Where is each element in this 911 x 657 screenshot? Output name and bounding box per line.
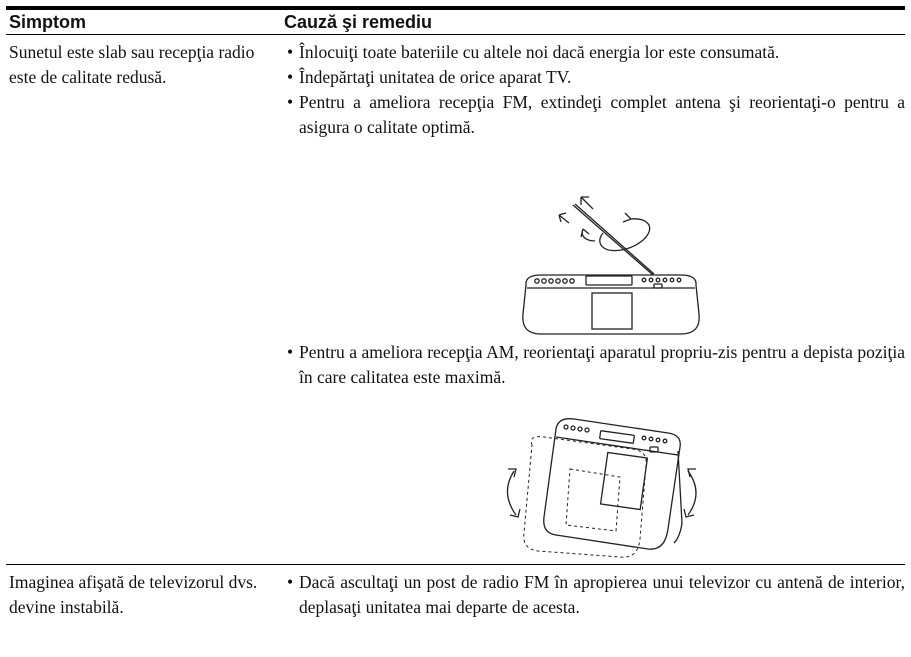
remedy-list-2: Pentru a ameliora recepţia AM, reorienta… — [287, 340, 905, 390]
am-rotate-radio-icon — [506, 418, 697, 558]
remedy-replace-batteries: Înlocuiţi toate bateriile cu altele noi … — [287, 40, 905, 65]
remedy-move-from-tv-antenna: Dacă ascultaţi un post de radio FM în ap… — [287, 570, 905, 620]
symptom-weak-sound: Sunetul este slab sau recepţia radio est… — [9, 42, 255, 87]
header-rule — [6, 34, 905, 35]
remedy-am-orientation: Pentru a ameliora recepţia AM, reorienta… — [287, 340, 905, 390]
row-divider — [6, 564, 905, 565]
symptom-tv-unstable: Imaginea afişată de televizorul dvs. dev… — [9, 572, 258, 617]
fm-antenna-radio-icon — [522, 196, 700, 335]
remedy-move-from-tv: Îndepărtaţi unitatea de orice aparat TV. — [287, 65, 905, 90]
remedy-list-3: Dacă ascultaţi un post de radio FM în ap… — [287, 570, 905, 620]
header-cause: Cauză şi remediu — [284, 12, 433, 32]
troubleshooting-page: Simptom Cauză şi remediu Sunetul este sl… — [6, 6, 905, 657]
header-symptom: Simptom — [9, 12, 87, 32]
table-top-rule — [6, 6, 905, 10]
remedy-fm-antenna: Pentru a ameliora recepţia FM, extindeţi… — [287, 90, 905, 140]
remedy-list-1: Înlocuiţi toate bateriile cu altele noi … — [287, 40, 905, 140]
